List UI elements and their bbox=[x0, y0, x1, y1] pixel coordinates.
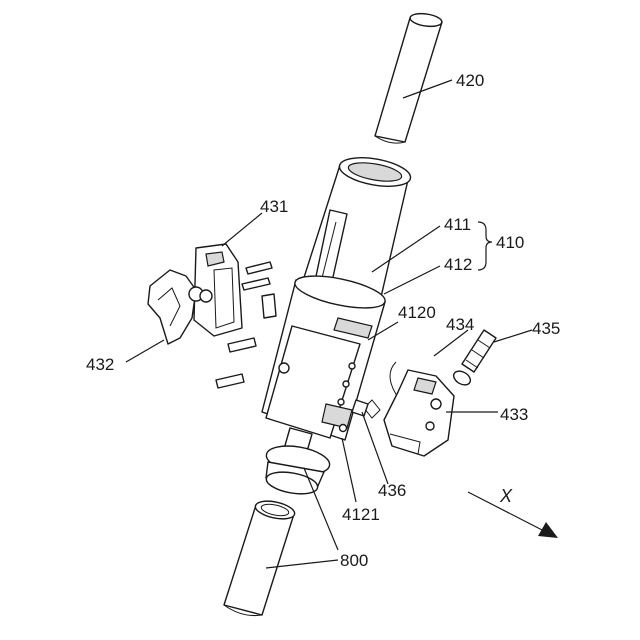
brace-410 bbox=[478, 222, 492, 270]
label-431: 431 bbox=[260, 197, 288, 216]
label-411: 411 bbox=[444, 215, 471, 234]
x-axis-label: X bbox=[499, 486, 513, 506]
lower-tube bbox=[224, 498, 296, 616]
bracket-433 bbox=[384, 370, 454, 456]
label-432: 432 bbox=[86, 355, 114, 374]
label-4121: 4121 bbox=[342, 505, 380, 524]
x-axis-arrow bbox=[468, 492, 558, 538]
label-436: 436 bbox=[378, 481, 406, 500]
connector-800 bbox=[264, 428, 332, 497]
label-433: 433 bbox=[500, 405, 528, 424]
screw-435 bbox=[451, 330, 496, 388]
label-420: 420 bbox=[456, 71, 484, 90]
label-434: 434 bbox=[446, 315, 474, 334]
label-800: 800 bbox=[340, 551, 368, 570]
rod-420 bbox=[375, 12, 443, 143]
label-4120: 4120 bbox=[398, 303, 436, 322]
label-410: 410 bbox=[496, 233, 524, 252]
label-435: 435 bbox=[532, 319, 560, 338]
label-412: 412 bbox=[444, 255, 472, 274]
